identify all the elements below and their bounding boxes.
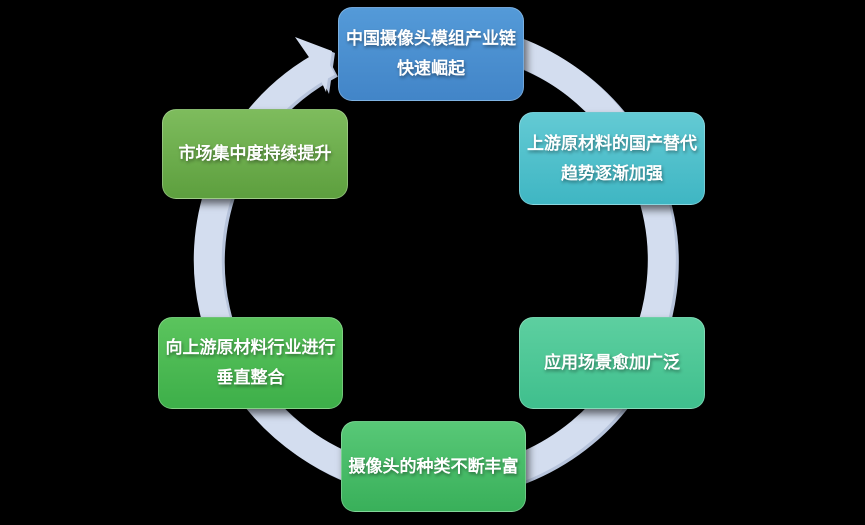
node-text-line: 趋势逐渐加强 xyxy=(561,163,663,183)
cycle-node-lower-right: 应用场景愈加广泛 xyxy=(519,317,705,409)
node-text-line: 向上游原材料行业进行 xyxy=(165,338,336,357)
cycle-node-bottom: 摄像头的种类不断丰富 xyxy=(341,421,526,512)
node-text-line: 应用场景愈加广泛 xyxy=(544,353,680,372)
ring-arc xyxy=(193,22,676,499)
cycle-node-upper-left: 市场集中度持续提升 xyxy=(162,109,348,199)
node-text-line: 垂直整合 xyxy=(216,368,285,387)
node-text-line: 中国摄像头模组产业链 xyxy=(346,29,516,48)
node-text-line: 市场集中度持续提升 xyxy=(178,144,332,163)
node-text-line: 快速崛起 xyxy=(397,59,465,78)
cycle-node-top: 中国摄像头模组产业链 快速崛起 xyxy=(338,7,524,101)
node-text-line: 摄像头的种类不断丰富 xyxy=(348,456,519,476)
node-text-line: 上游原材料的国产替代 xyxy=(527,133,697,153)
cycle-node-upper-right: 上游原材料的国产替代 趋势逐渐加强 xyxy=(519,112,705,205)
arrowhead-icon xyxy=(295,37,332,92)
cycle-node-lower-left: 向上游原材料行业进行 垂直整合 xyxy=(158,317,343,409)
cycle-ring xyxy=(193,22,676,499)
